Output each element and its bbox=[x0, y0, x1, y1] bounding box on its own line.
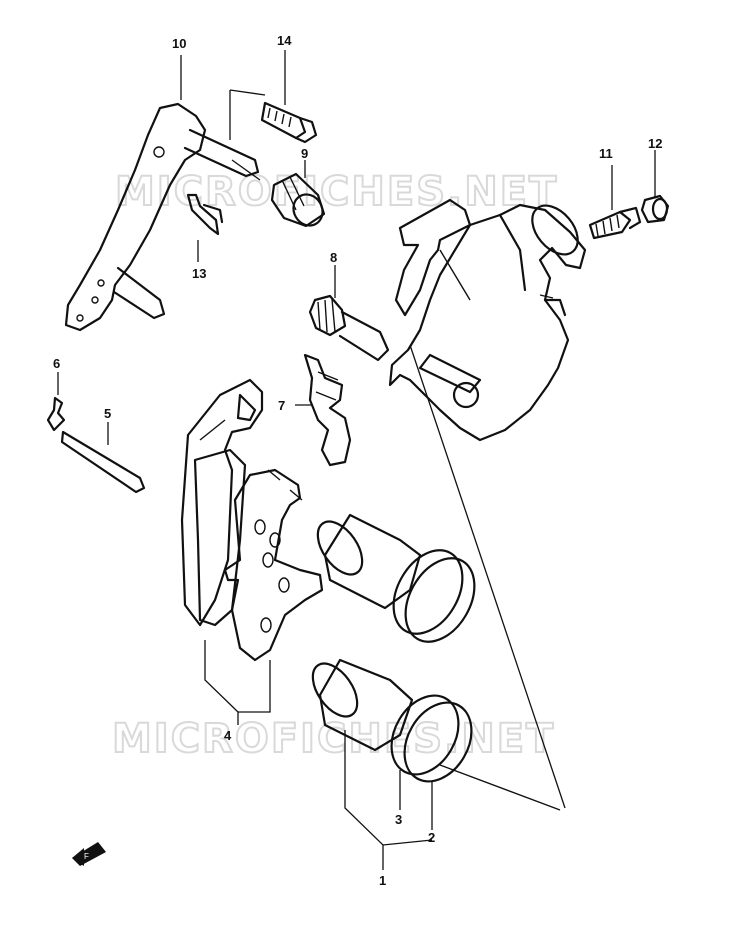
bleeder-screw-part bbox=[588, 206, 642, 240]
watermark-bottom: MICROFICHES.NET bbox=[112, 716, 555, 762]
caliper-bracket bbox=[64, 102, 260, 332]
callout-14: 14 bbox=[277, 33, 292, 48]
callout-5: 5 bbox=[104, 406, 111, 421]
callout-6: 6 bbox=[53, 356, 60, 371]
retainer-clip-part bbox=[46, 396, 66, 432]
callout-3: 3 bbox=[395, 812, 402, 827]
brake-pad-inner bbox=[193, 448, 324, 662]
pad-pin-part bbox=[60, 430, 146, 494]
boot-part bbox=[270, 172, 326, 228]
callout-7: 7 bbox=[278, 398, 285, 413]
brake-pad-outer bbox=[180, 378, 264, 627]
callout-1: 1 bbox=[379, 873, 386, 888]
spring-part bbox=[303, 353, 352, 467]
piston-lower bbox=[311, 658, 473, 783]
callout-8: 8 bbox=[330, 250, 337, 265]
callout-11: 11 bbox=[599, 146, 613, 161]
callout-9: 9 bbox=[301, 146, 308, 161]
callout-13: 13 bbox=[192, 266, 206, 281]
callout-2: 2 bbox=[428, 830, 435, 845]
piston-upper bbox=[316, 513, 476, 643]
caliper-body bbox=[388, 198, 587, 442]
watermark-top: MICROFICHES.NET bbox=[115, 169, 558, 215]
callout-4: 4 bbox=[224, 728, 232, 743]
bolt-part bbox=[260, 101, 318, 144]
svg-text:F: F bbox=[84, 852, 89, 861]
clip-part bbox=[186, 193, 224, 236]
callout-12: 12 bbox=[648, 136, 662, 151]
slide-pin-part bbox=[308, 294, 390, 362]
callout-10: 10 bbox=[172, 36, 186, 51]
bleeder-cap-part bbox=[640, 194, 670, 224]
front-arrow-icon: F bbox=[72, 842, 106, 866]
